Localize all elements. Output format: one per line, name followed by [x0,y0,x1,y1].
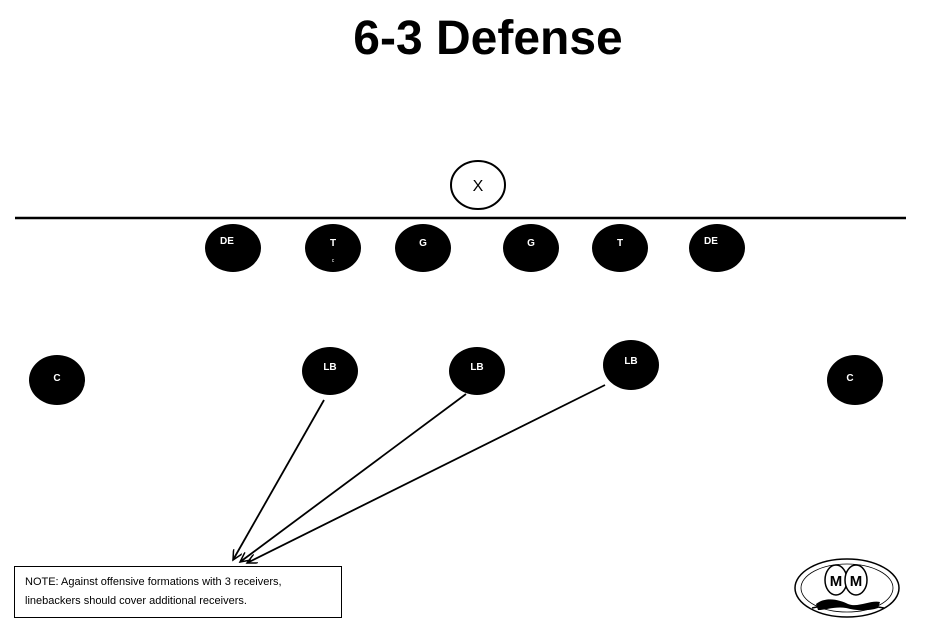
coverage-arrow-lb-right [247,384,606,564]
player-label: C [53,373,60,384]
player-label: T [617,238,623,249]
coverage-arrow-lb-mid [240,393,467,562]
note-line-1: NOTE: Against offensive formations with … [25,576,282,588]
player-label: G [419,238,427,249]
player-label: LB [624,356,637,367]
player-label: DE [704,236,718,247]
player-lb-left: LB [302,347,358,395]
player-g-right: G [503,224,559,272]
coverage-arrow-lb-left [233,399,325,560]
player-c-left: C [29,355,85,405]
player-label: C [846,373,853,384]
offense-center-label: X [473,178,484,195]
mm-logo: M M [794,558,900,618]
player-t-right: T [592,224,648,272]
diagram-title: 6-3 Defense [353,12,623,65]
player-label: G [527,238,535,249]
player-c-right: C [827,355,883,405]
player-g-left: G [395,224,451,272]
player-label: DE [220,236,234,247]
logo-letter-left: M [830,573,843,590]
player-label: LB [323,362,336,373]
player-lb-mid: LB [449,347,505,395]
player-de-right: DE [689,224,745,272]
player-de-left: DE [205,224,261,272]
player-lb-right: LB [603,340,659,390]
player-sublabel: c [332,258,335,264]
coverage-note: NOTE: Against offensive formations with … [14,566,342,618]
logo-letter-right: M [850,573,863,590]
player-label: LB [470,362,483,373]
player-label: T [330,238,336,249]
offense-center: X [450,160,506,210]
player-t-left: T c [305,224,361,272]
note-line-2: linebackers should cover additional rece… [25,595,247,607]
